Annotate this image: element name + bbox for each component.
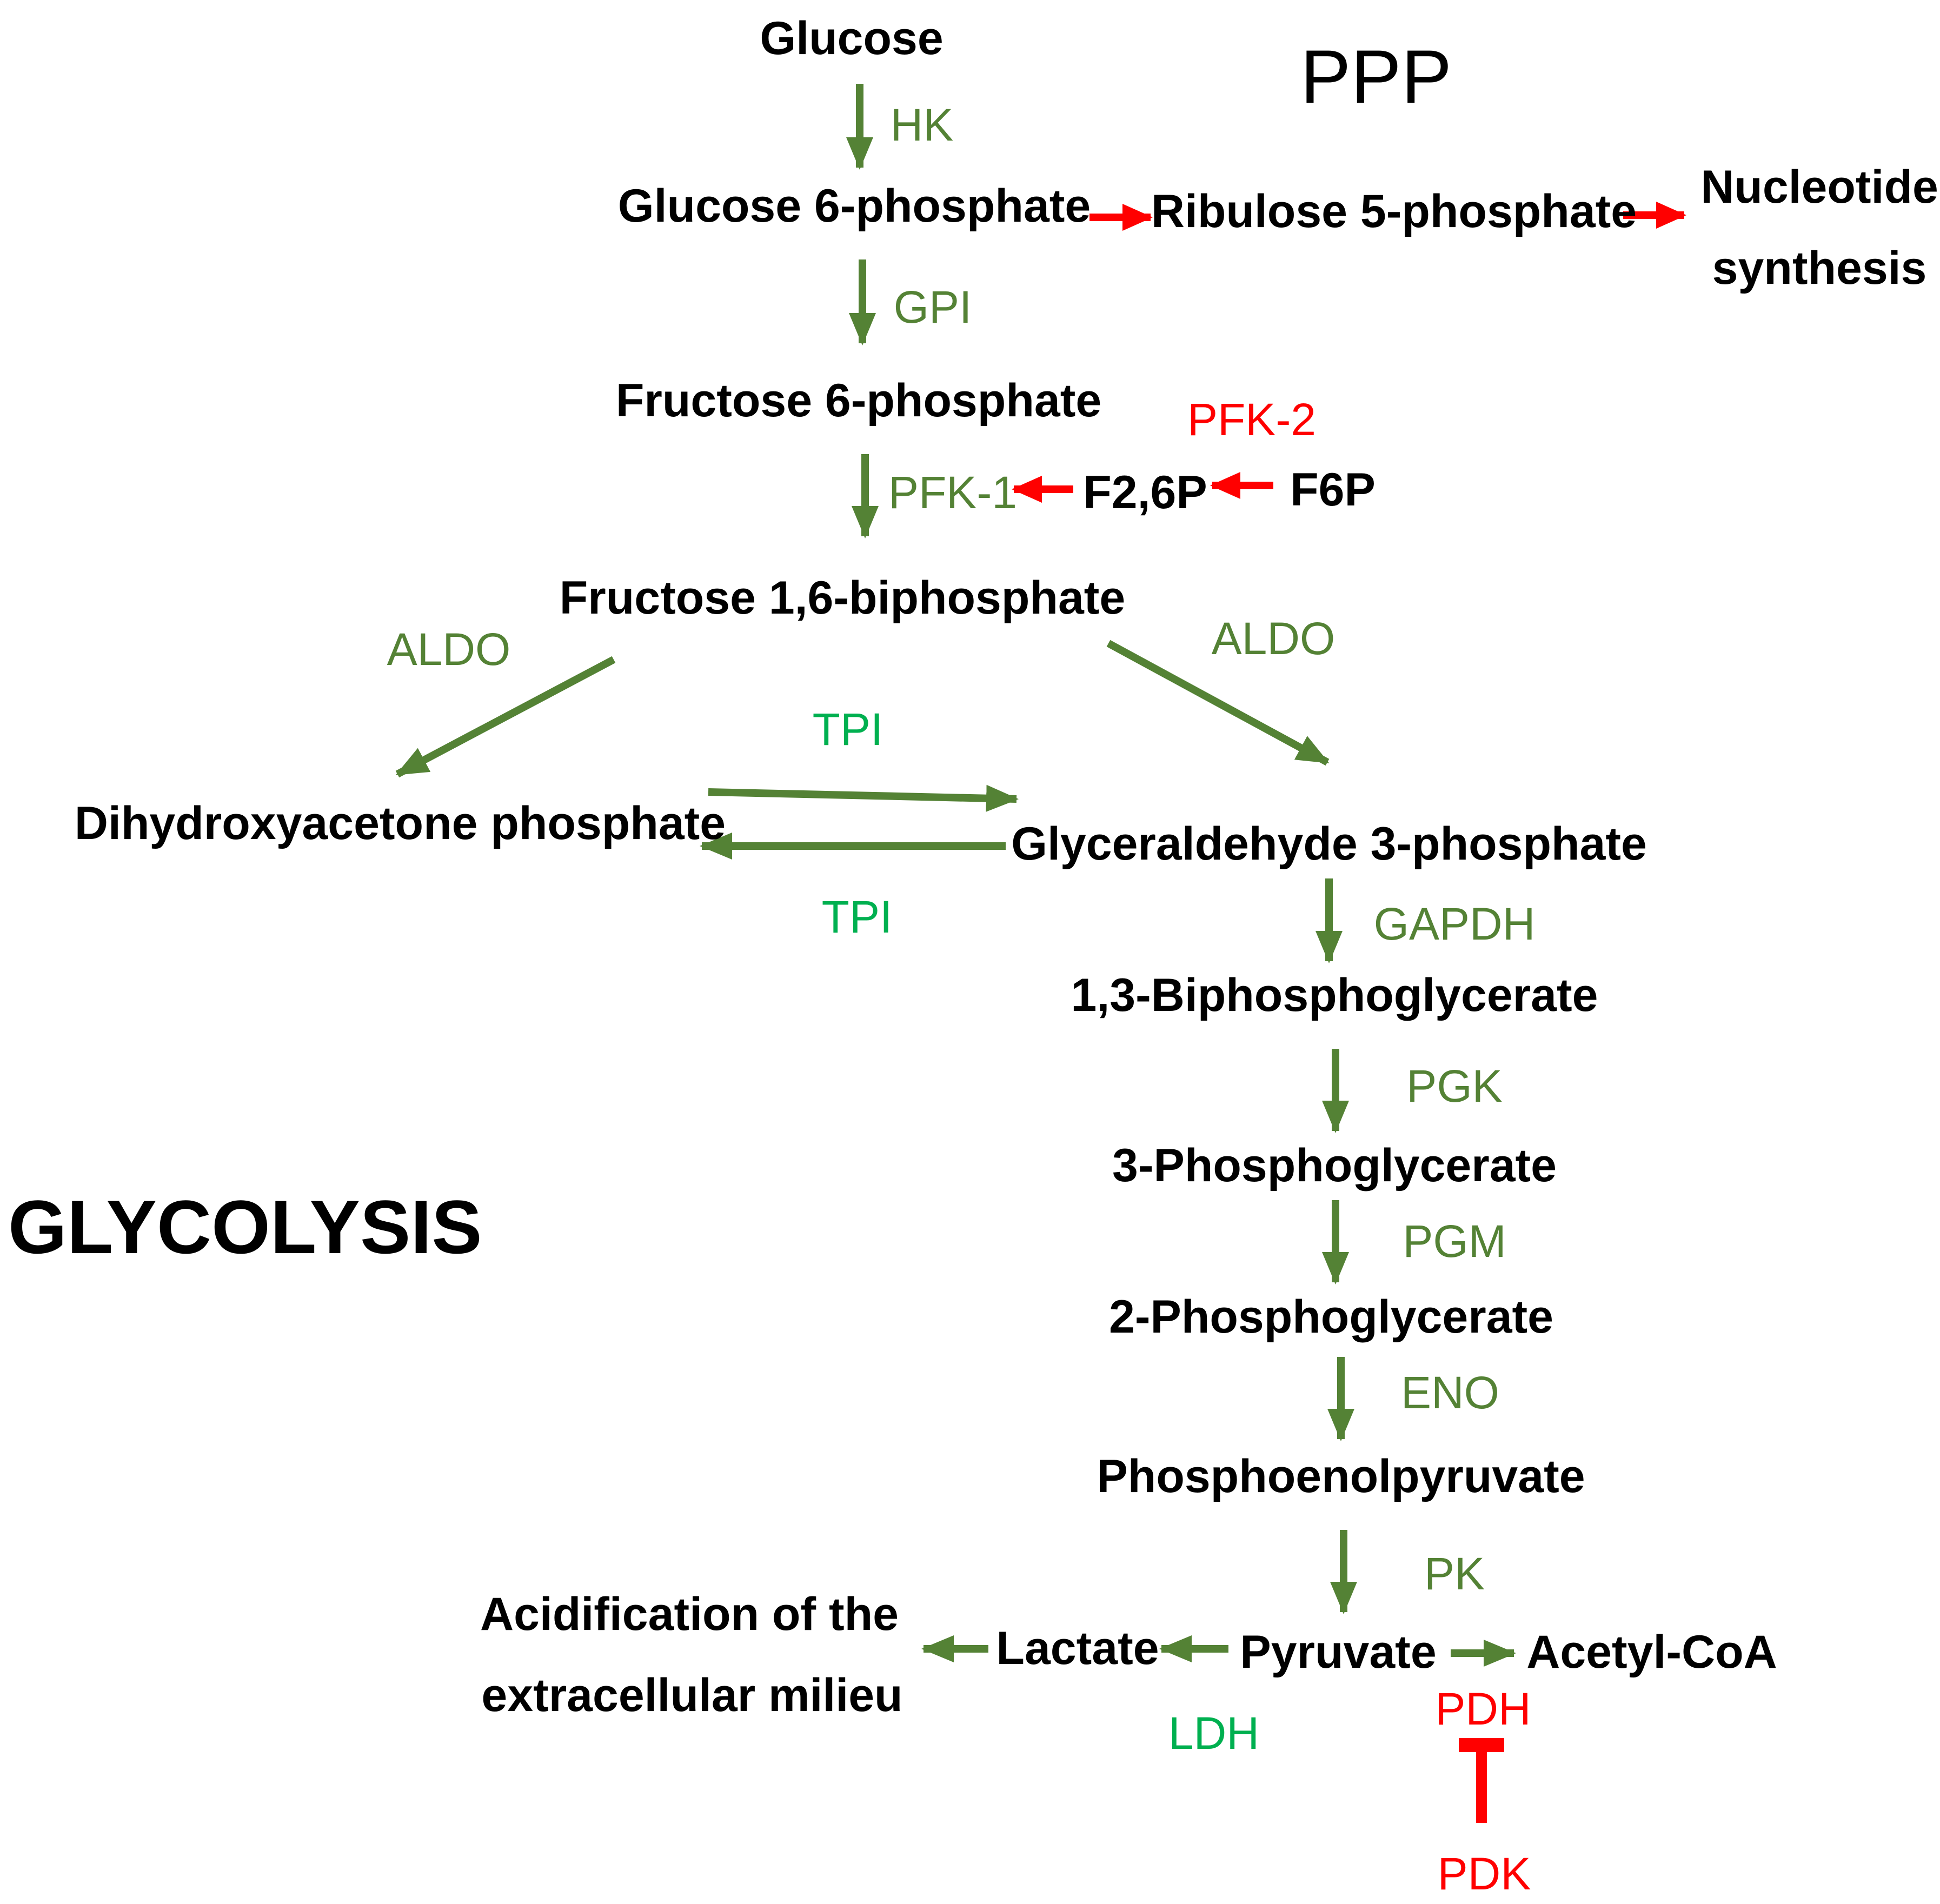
enzyme-gapdh: GAPDH — [1374, 898, 1536, 949]
enzyme-tpi-bottom: TPI — [822, 891, 893, 942]
enzyme-pk: PK — [1424, 1548, 1485, 1599]
metabolite-dhap: Dihydroxyacetone phosphate — [75, 797, 726, 849]
enzyme-tpi-top: TPI — [813, 704, 883, 755]
enzyme-labels: HK GPI PFK-1 PFK-2 ALDO ALDO TPI TPI GAP… — [387, 99, 1536, 1899]
enzyme-aldo-right: ALDO — [1212, 613, 1336, 664]
metabolite-acetyl-coa: Acetyl-CoA — [1526, 1626, 1777, 1678]
metabolite-bpg13: 1,3-Biphosphoglycerate — [1071, 969, 1598, 1021]
enzyme-gpi: GPI — [894, 282, 972, 332]
enzyme-pgk: PGK — [1406, 1061, 1502, 1111]
enzyme-pfk1: PFK-1 — [888, 467, 1017, 518]
metabolite-nucleotide-line1: Nucleotide — [1700, 161, 1938, 213]
metabolite-acidification-line2: extracellular milieu — [481, 1669, 902, 1721]
metabolite-pep: Phosphoenolpyruvate — [1097, 1450, 1585, 1502]
metabolite-f6p: Fructose 6-phosphate — [616, 375, 1101, 427]
enzyme-pdk: PDK — [1438, 1848, 1531, 1899]
metabolite-f26p: F2,6P — [1083, 467, 1207, 518]
enzyme-eno: ENO — [1401, 1367, 1499, 1418]
enzyme-hk: HK — [891, 99, 954, 150]
metabolite-lactate: Lactate — [996, 1622, 1159, 1674]
metabolite-pg2: 2-Phosphoglycerate — [1109, 1291, 1553, 1343]
pathway-arrows — [395, 84, 1516, 1667]
arrow-f16bp-to-dhap — [395, 656, 616, 778]
metabolite-acidification-line1: Acidification of the — [480, 1588, 899, 1640]
section-title-ppp: PPP — [1300, 34, 1452, 119]
enzyme-aldo-left: ALDO — [387, 624, 511, 675]
regulation-arrows — [1012, 202, 1686, 1823]
enzyme-pdh: PDH — [1435, 1683, 1531, 1734]
metabolite-nucleotide-line2: synthesis — [1712, 242, 1927, 294]
arrow-f16bp-to-g3p — [1106, 640, 1330, 766]
enzyme-pfk2: PFK-2 — [1187, 394, 1316, 445]
arrow-dhap-to-g3p — [708, 784, 1019, 812]
metabolite-g6p: Glucose 6-phosphate — [618, 180, 1091, 232]
metabolite-pyruvate: Pyruvate — [1240, 1626, 1436, 1678]
enzyme-ldh: LDH — [1168, 1708, 1259, 1759]
metabolite-g3p: Glyceraldehyde 3-phosphate — [1011, 818, 1647, 870]
metabolite-ru5p: Ribulose 5-phosphate — [1151, 185, 1637, 237]
enzyme-pgm: PGM — [1403, 1216, 1506, 1267]
metabolite-f16bp: Fructose 1,6-biphosphate — [560, 572, 1126, 624]
metabolite-f6p-short: F6P — [1290, 464, 1376, 516]
section-title-glycolysis: GLYCOLYSIS — [8, 1184, 482, 1269]
metabolite-pg3: 3-Phosphoglycerate — [1112, 1140, 1557, 1191]
metabolite-glucose: Glucose — [760, 12, 943, 64]
metabolite-labels: Glucose Glucose 6-phosphate Ribulose 5-p… — [75, 12, 1938, 1721]
